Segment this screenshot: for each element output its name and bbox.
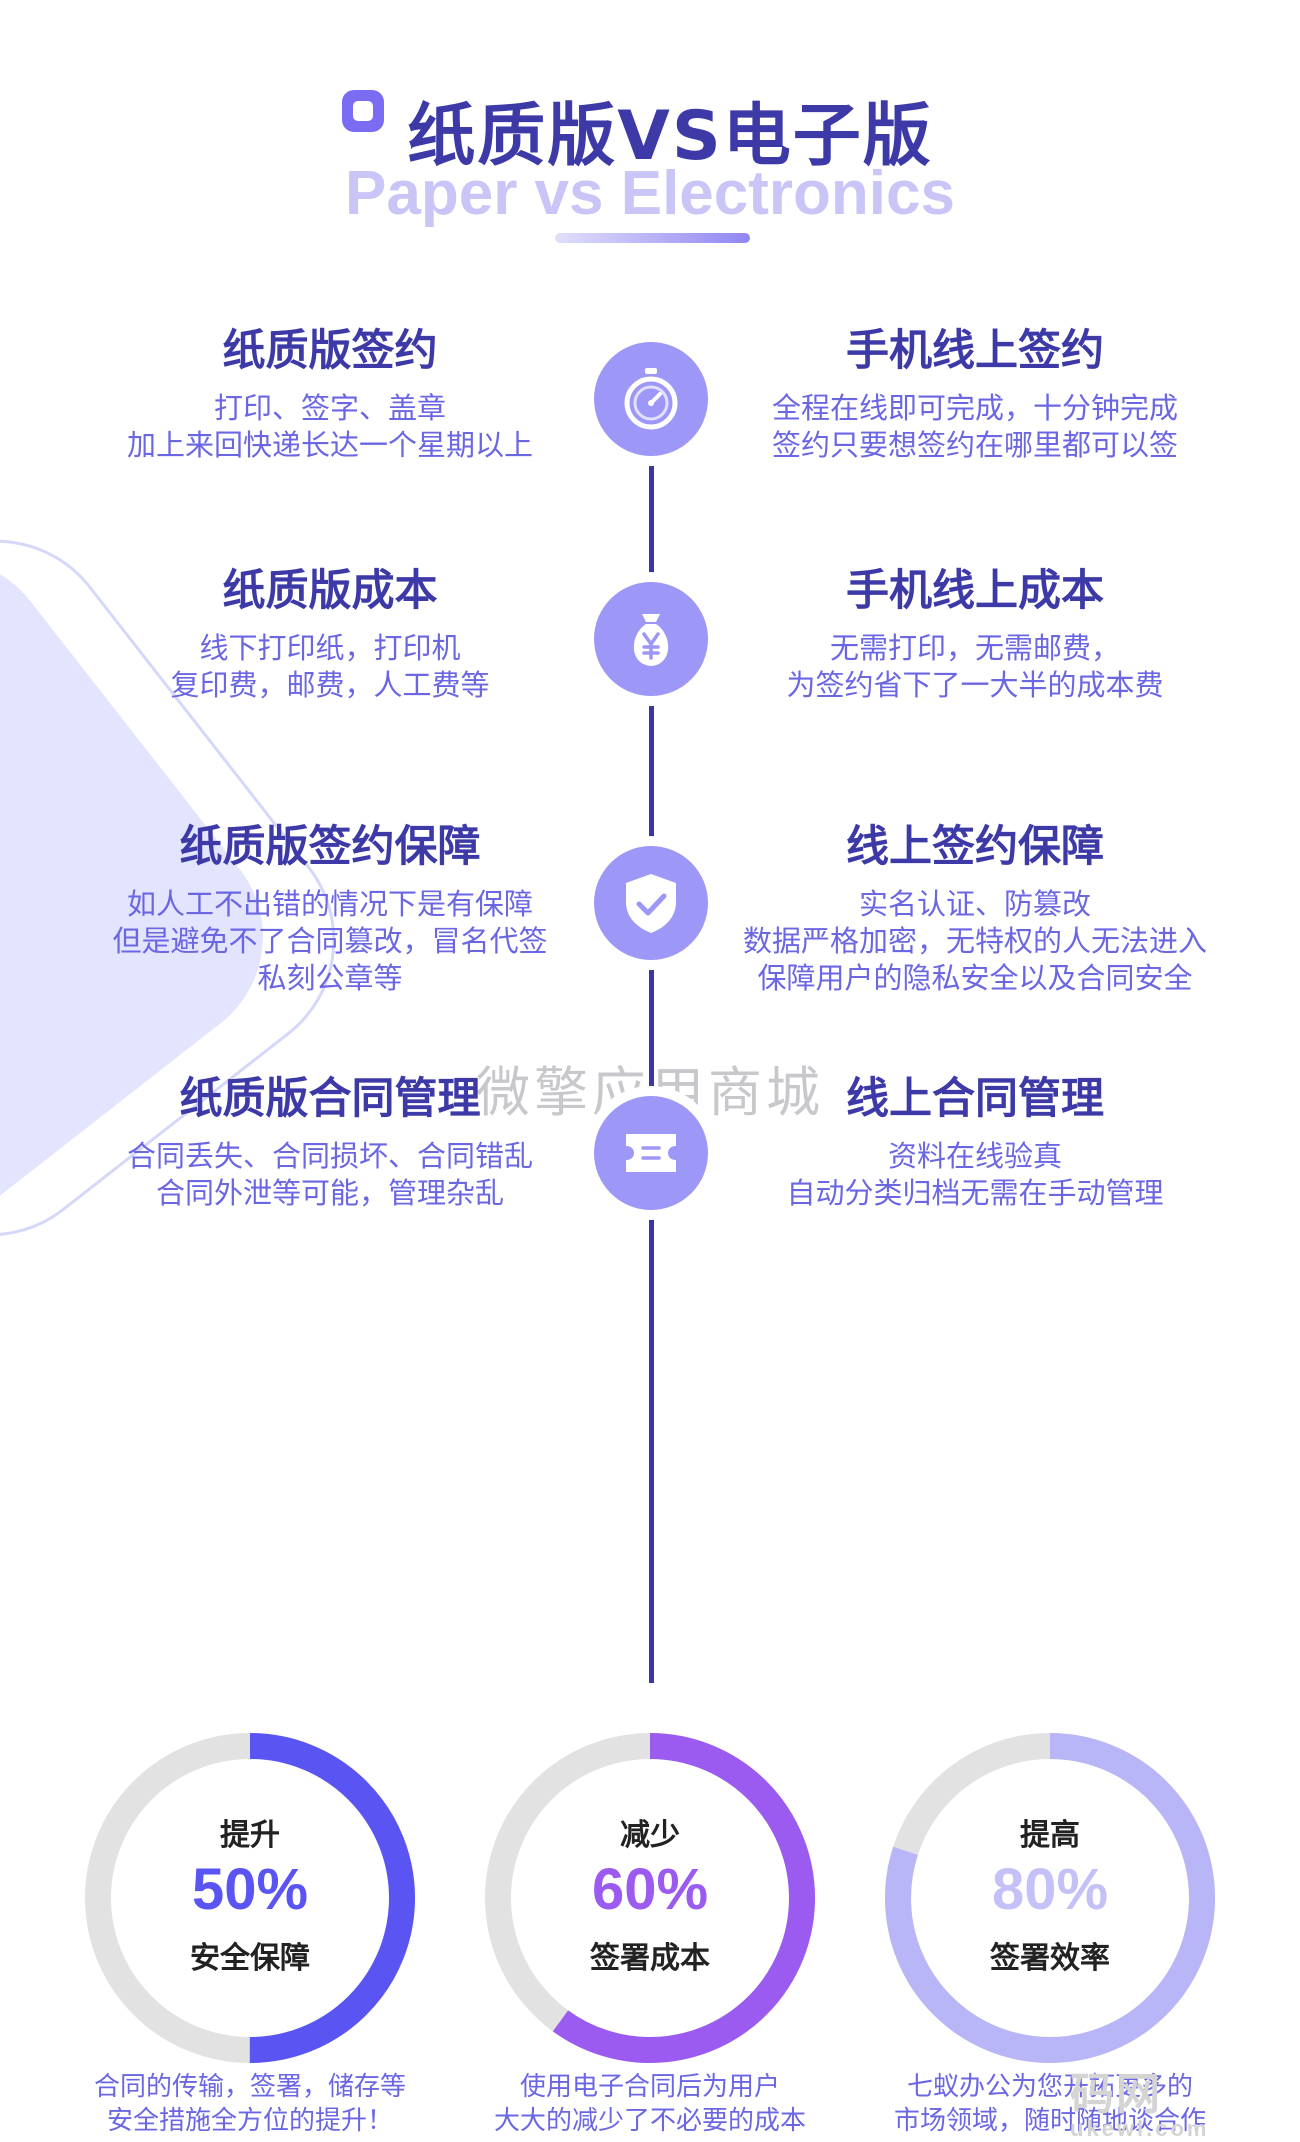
electronic-desc-line: 全程在线即可完成，十分钟完成	[771, 391, 1178, 425]
stat-desc-line: 七蚁办公为您开拓更多的	[906, 2072, 1193, 2102]
paper-column: 纸质版签约 打印、签字、盖章 加上来回快递长达一个星期以上	[70, 322, 590, 464]
stat-percent: 50%	[191, 1857, 309, 1922]
timeline-node	[594, 846, 708, 960]
stat-verb: 减少	[620, 1818, 680, 1853]
electronic-column: 手机线上签约 全程在线即可完成，十分钟完成 签约只要想签约在哪里都可以签	[715, 322, 1235, 464]
electronic-desc-line: 资料在线验真	[887, 1139, 1062, 1173]
electronic-desc-line: 数据严格加密，无特权的人无法进入	[742, 924, 1207, 958]
paper-title: 纸质版签约	[222, 326, 438, 376]
paper-desc-line: 合同丢失、合同损坏、合同错乱	[126, 1139, 533, 1173]
stat-desc-line: 安全措施全方位的提升！	[106, 2106, 393, 2136]
stat-desc-line: 合同的传输，签署，储存等	[93, 2072, 406, 2102]
title-underline	[555, 233, 750, 243]
paper-desc-line: 复印费，邮费，人工费等	[170, 668, 490, 702]
stat-label: 签署成本	[590, 1941, 710, 1976]
stat-cost: 减少 60% 签署成本 使用电子合同后为用户 大大的减少了不必要的成本	[470, 1718, 830, 2142]
paper-column: 纸质版合同管理 合同丢失、合同损坏、合同错乱 合同外泄等可能，管理杂乱	[70, 1070, 590, 1212]
stat-desc-line: 市场领域，随时随地谈合作	[893, 2106, 1206, 2136]
electronic-desc-line: 保障用户的隐私安全以及合同安全	[757, 961, 1193, 995]
shield-check-icon	[626, 874, 676, 933]
electronic-column: 线上签约保障 实名认证、防篡改 数据严格加密，无特权的人无法进入 保障用户的隐私…	[715, 818, 1235, 997]
electronic-title: 手机线上签约	[846, 326, 1104, 376]
electronic-title: 线上签约保障	[846, 822, 1104, 872]
timeline-node	[594, 1096, 708, 1210]
progress-ring	[485, 1733, 815, 2063]
electronic-desc-line: 自动分类归档无需在手动管理	[786, 1176, 1164, 1210]
progress-ring	[885, 1733, 1215, 2063]
paper-title: 纸质版签约保障	[179, 822, 481, 872]
paper-desc-line: 合同外泄等可能，管理杂乱	[155, 1176, 504, 1210]
ticket-icon	[626, 1134, 676, 1172]
electronic-title: 手机线上成本	[846, 566, 1104, 616]
comparison-row-signing: 纸质版签约 打印、签字、盖章 加上来回快递长达一个星期以上 手机线上签约 全程在…	[0, 322, 1300, 522]
stat-efficiency: 提高 80% 签署效率 七蚁办公为您开拓更多的 市场领域，随时随地谈合作	[870, 1718, 1230, 2142]
logo-watermark-sub: ukewl.com	[1070, 2116, 1210, 2141]
progress-ring	[85, 1733, 415, 2063]
logo-watermark-text: 码网	[1070, 2069, 1162, 2120]
stat-description: 七蚁办公为您开拓更多的 市场领域，随时随地谈合作	[870, 2070, 1230, 2138]
comparison-row-management: 纸质版合同管理 合同丢失、合同损坏、合同错乱 合同外泄等可能，管理杂乱 线上合同…	[0, 1070, 1300, 1270]
stat-safety: 提升 50% 安全保障 合同的传输，签署，储存等 安全措施全方位的提升！	[70, 1718, 430, 2142]
page-title: 纸质版VS电子版	[407, 97, 933, 176]
timeline-node	[594, 582, 708, 696]
paper-desc-line: 私刻公章等	[257, 961, 403, 995]
paper-title: 纸质版合同管理	[179, 1074, 481, 1124]
paper-title: 纸质版成本	[222, 566, 438, 616]
stat-percent: 80%	[991, 1857, 1109, 1922]
paper-desc-line: 加上来回快递长达一个星期以上	[126, 428, 533, 462]
stat-description: 使用电子合同后为用户 大大的减少了不必要的成本	[470, 2070, 830, 2138]
paper-desc-line: 但是避免不了合同篡改，冒名代签	[112, 924, 548, 958]
stat-desc-line: 大大的减少了不必要的成本	[493, 2106, 806, 2136]
stat-desc-line: 使用电子合同后为用户	[519, 2072, 780, 2102]
paper-desc-line: 打印、签字、盖章	[213, 391, 446, 425]
corner-logo-watermark: 码网 ukewl.com	[1070, 2058, 1300, 2142]
comparison-row-cost: 纸质版成本 线下打印纸，打印机 复印费，邮费，人工费等 手机线上成本 无需打印，…	[0, 562, 1300, 762]
electronic-column: 线上合同管理 资料在线验真 自动分类归档无需在手动管理	[715, 1070, 1235, 1212]
title-square-icon	[342, 90, 384, 132]
stat-description: 合同的传输，签署，储存等 安全措施全方位的提升！	[70, 2070, 430, 2138]
paper-desc-line: 如人工不出错的情况下是有保障	[126, 887, 533, 921]
paper-column: 纸质版成本 线下打印纸，打印机 复印费，邮费，人工费等	[70, 562, 590, 704]
page-header: 纸质版VS电子版 Paper vs Electronics	[0, 60, 1300, 260]
timeline-node	[594, 342, 708, 456]
money-bag-icon	[633, 614, 669, 666]
electronic-desc-line: 为签约省下了一大半的成本费	[786, 668, 1164, 702]
page-subtitle: Paper vs Electronics	[345, 159, 955, 228]
stat-percent: 60%	[591, 1857, 709, 1922]
stopwatch-icon	[624, 368, 678, 430]
stat-verb: 提升	[220, 1818, 280, 1853]
electronic-desc-line: 实名认证、防篡改	[858, 887, 1091, 921]
electronic-title: 线上合同管理	[846, 1074, 1104, 1124]
electronic-desc-line: 无需打印，无需邮费，	[829, 631, 1120, 665]
comparison-row-security: 纸质版签约保障 如人工不出错的情况下是有保障 但是避免不了合同篡改，冒名代签 私…	[0, 818, 1300, 1018]
electronic-desc-line: 签约只要想签约在哪里都可以签	[771, 428, 1178, 462]
paper-desc-line: 线下打印纸，打印机	[199, 631, 461, 665]
timeline-line	[649, 378, 654, 1683]
stat-verb: 提高	[1020, 1818, 1080, 1853]
stat-label: 安全保障	[190, 1941, 310, 1976]
paper-column: 纸质版签约保障 如人工不出错的情况下是有保障 但是避免不了合同篡改，冒名代签 私…	[70, 818, 590, 997]
stat-label: 签署效率	[990, 1941, 1110, 1976]
electronic-column: 手机线上成本 无需打印，无需邮费， 为签约省下了一大半的成本费	[715, 562, 1235, 704]
